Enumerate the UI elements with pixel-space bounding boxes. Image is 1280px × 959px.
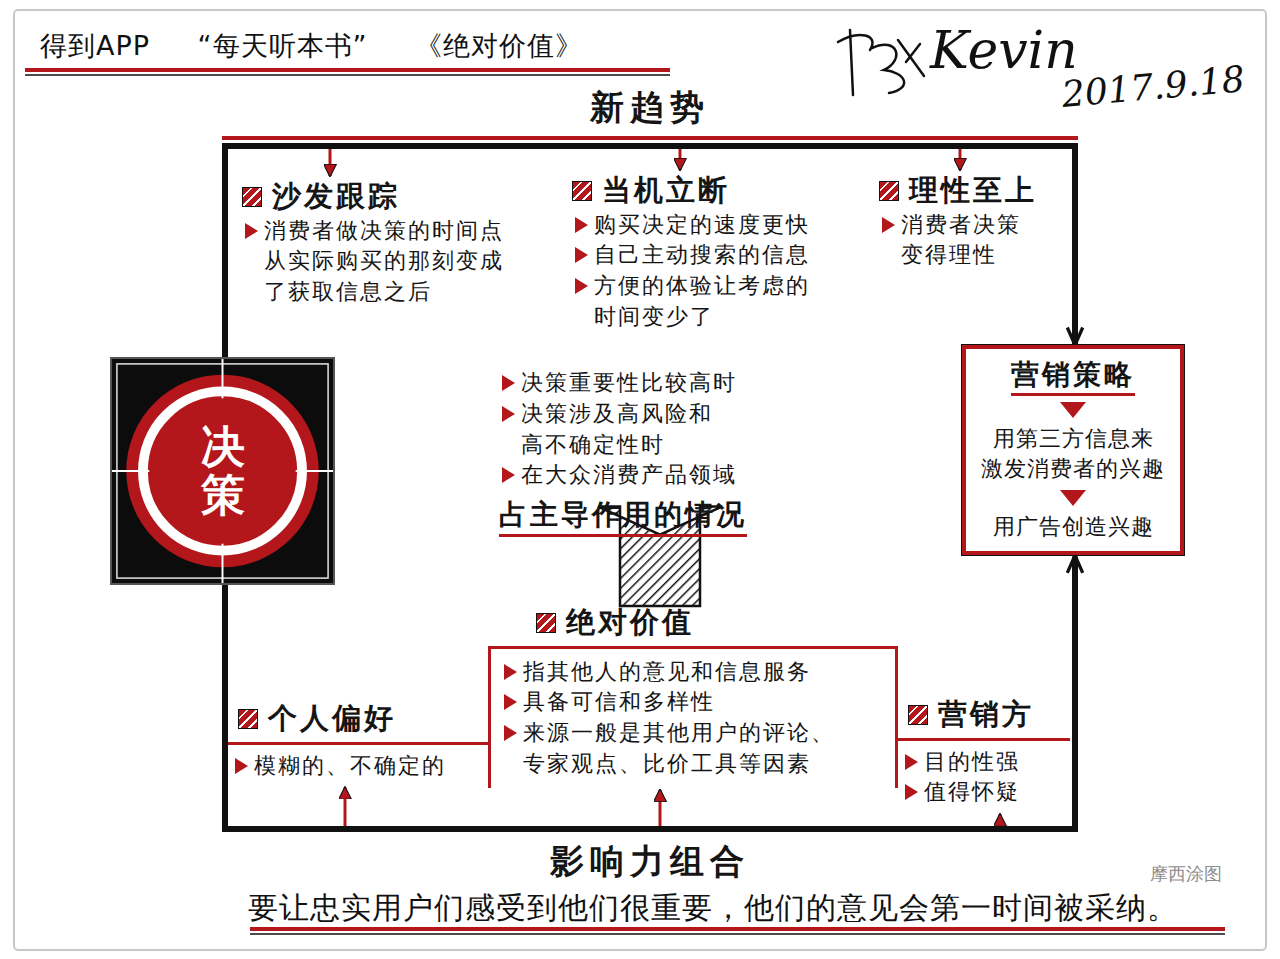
frame-connector — [222, 146, 228, 358]
pointer-connector — [959, 149, 962, 171]
node-text: 用广告创造兴趣 — [974, 490, 1172, 542]
node-text: 目的性强 — [902, 747, 1066, 778]
node-text: 消费者做决策的时间点 从实际购买的那刻变成 了获取信息之后 — [242, 216, 556, 308]
box-body: 模糊的、不确定的 — [228, 742, 488, 786]
box-body: 指其他人的意见和信息服务具备可信和多样性来源一般是其他用户的评论、 专家观点、比… — [488, 646, 898, 788]
pointer-connector — [344, 787, 347, 826]
decor-line — [112, 470, 149, 472]
decor-circle — [126, 375, 319, 568]
signature: Kevin — [930, 20, 1078, 80]
trend-box: 当机立断购买决定的速度更快自己主动搜索的信息方便的体验让考虑的 时间变少了 — [568, 172, 866, 333]
decor-line — [222, 359, 224, 398]
node-text: 自己主动搜索的信息 — [572, 240, 862, 271]
node-text: 具备可信和多样性 — [501, 687, 885, 718]
node-text: 用第三方信息来 激发消费者的兴趣 — [974, 402, 1172, 483]
node-text: 购买决定的速度更快 — [572, 210, 862, 241]
node-heading: 营销策略 — [1011, 357, 1135, 396]
node-heading: 新趋势 — [222, 86, 1078, 129]
title-underline — [25, 68, 670, 72]
node-text: 指其他人的意见和信息服务 — [501, 657, 885, 688]
node-heading: 影响力组合 — [222, 840, 1078, 883]
node-text: 来源一般是其他用户的评论、 专家观点、比价工具等因素 — [501, 718, 885, 780]
influence-box: 个人偏好模糊的、不确定的 — [228, 700, 488, 785]
node-heading: 当机立断 — [572, 172, 862, 210]
pointer-connector — [999, 814, 1002, 826]
influence-band: 影响力组合 — [222, 826, 1078, 883]
trend-box: 理性至上消费者决策 变得理性 — [875, 172, 1067, 271]
frame-connector — [1072, 146, 1078, 345]
node-text: 值得怀疑 — [902, 777, 1066, 808]
strategy-box: 营销策略用第三方信息来 激发消费者的兴趣用广告创造兴趣 — [962, 345, 1184, 555]
diagram-title: 得到APP “每天听本书” 《绝对价值》 — [40, 28, 583, 64]
node-heading: 营销方 — [898, 696, 1070, 734]
pointer-connector — [659, 790, 662, 826]
node-heading: 决策 — [201, 423, 245, 520]
pointer-connector — [679, 149, 682, 171]
node-text: 在大众消费产品领域 — [499, 460, 811, 491]
diagram-caption: 要让忠实用户们感受到他们很重要，他们的意见会第一时间被采纳。 — [248, 888, 1178, 929]
trend-box: 沙发跟踪消费者做决策的时间点 从实际购买的那刻变成 了获取信息之后 — [238, 178, 560, 308]
node-heading: 决策重要性比较高时 — [499, 368, 811, 399]
decor-line — [296, 470, 333, 472]
decor-circle — [143, 391, 302, 550]
node-heading: 绝对价值 — [488, 604, 898, 642]
frame-connector — [1072, 556, 1078, 829]
node-text: 方便的体验让考虑的 时间变少了 — [572, 271, 862, 333]
date-note: 2017.9.18 — [1060, 58, 1246, 115]
trend-band: 新趋势 — [222, 86, 1078, 149]
decor-line — [222, 544, 224, 583]
caption-underline — [250, 927, 1225, 931]
watermark: 摩西涂图 — [1150, 862, 1222, 886]
badge-text-wrap: 决策 — [112, 359, 333, 583]
influence-box: 营销方目的性强值得怀疑 — [898, 696, 1070, 812]
title-underline — [25, 74, 670, 76]
node-heading: 个人偏好 — [228, 700, 488, 738]
node-text: 消费者决策 变得理性 — [879, 210, 1063, 272]
influence-box: 绝对价值指其他人的意见和信息服务具备可信和多样性来源一般是其他用户的评论、 专家… — [488, 604, 898, 788]
pointer-connector — [329, 149, 332, 177]
node-text: 占主导作用的情况 — [499, 497, 747, 536]
node-text: 模糊的、不确定的 — [232, 751, 484, 782]
page-frame — [14, 10, 1266, 950]
caption-underline — [250, 933, 1225, 935]
node-heading: 理性至上 — [879, 172, 1063, 210]
condition-box: 决策重要性比较高时决策涉及高风险和 高不确定性时在大众消费产品领域占主导作用的情… — [495, 368, 815, 537]
decision-badge: 决策 — [110, 357, 335, 585]
box-body: 目的性强值得怀疑 — [898, 738, 1070, 813]
node-text: 决策涉及高风险和 高不确定性时 — [499, 399, 811, 461]
node-heading: 沙发跟踪 — [242, 178, 556, 216]
